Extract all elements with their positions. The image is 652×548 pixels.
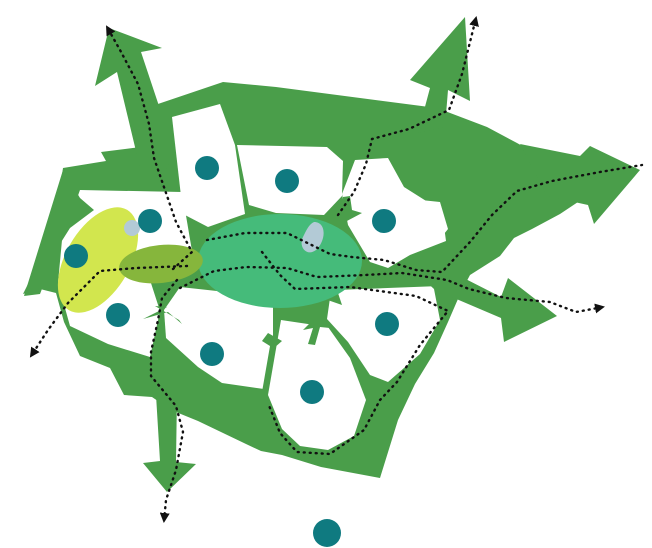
node <box>138 209 162 233</box>
node <box>200 342 224 366</box>
arrow-out-east <box>520 144 640 224</box>
arrow-out-south <box>143 394 196 492</box>
water-drop-west <box>124 220 140 236</box>
path-south <box>149 278 185 523</box>
nodes <box>64 156 399 547</box>
core-zone <box>198 214 362 308</box>
outward-arrows <box>24 17 640 492</box>
node <box>300 380 324 404</box>
path-east <box>178 265 605 314</box>
node <box>313 519 341 547</box>
arrow-out-west <box>24 170 94 296</box>
node <box>275 169 299 193</box>
open-space-south <box>164 287 273 389</box>
path-west <box>29 264 189 358</box>
node <box>195 156 219 180</box>
node <box>372 209 396 233</box>
olive-zone <box>119 244 203 284</box>
arrow-in-north-east <box>336 196 362 222</box>
arrow-in-south <box>262 333 282 392</box>
open-space-north-east-notch <box>402 198 448 244</box>
path-core-to-east <box>260 250 450 456</box>
path-north-west <box>105 25 194 271</box>
central-zones <box>57 207 362 313</box>
node <box>106 303 130 327</box>
arrow-out-south-east <box>440 268 557 342</box>
arrow-in-south-east <box>303 318 330 345</box>
water-drop-core <box>301 222 324 253</box>
path-north-east <box>336 16 479 217</box>
movement-paths <box>29 16 644 523</box>
node <box>64 244 88 268</box>
yellow-zone <box>57 207 139 313</box>
path-north-west-to-core <box>205 163 644 274</box>
arrow-out-north-west <box>95 28 174 182</box>
node <box>375 312 399 336</box>
arrow-out-north-east <box>410 17 470 133</box>
open-spaces <box>58 104 448 450</box>
